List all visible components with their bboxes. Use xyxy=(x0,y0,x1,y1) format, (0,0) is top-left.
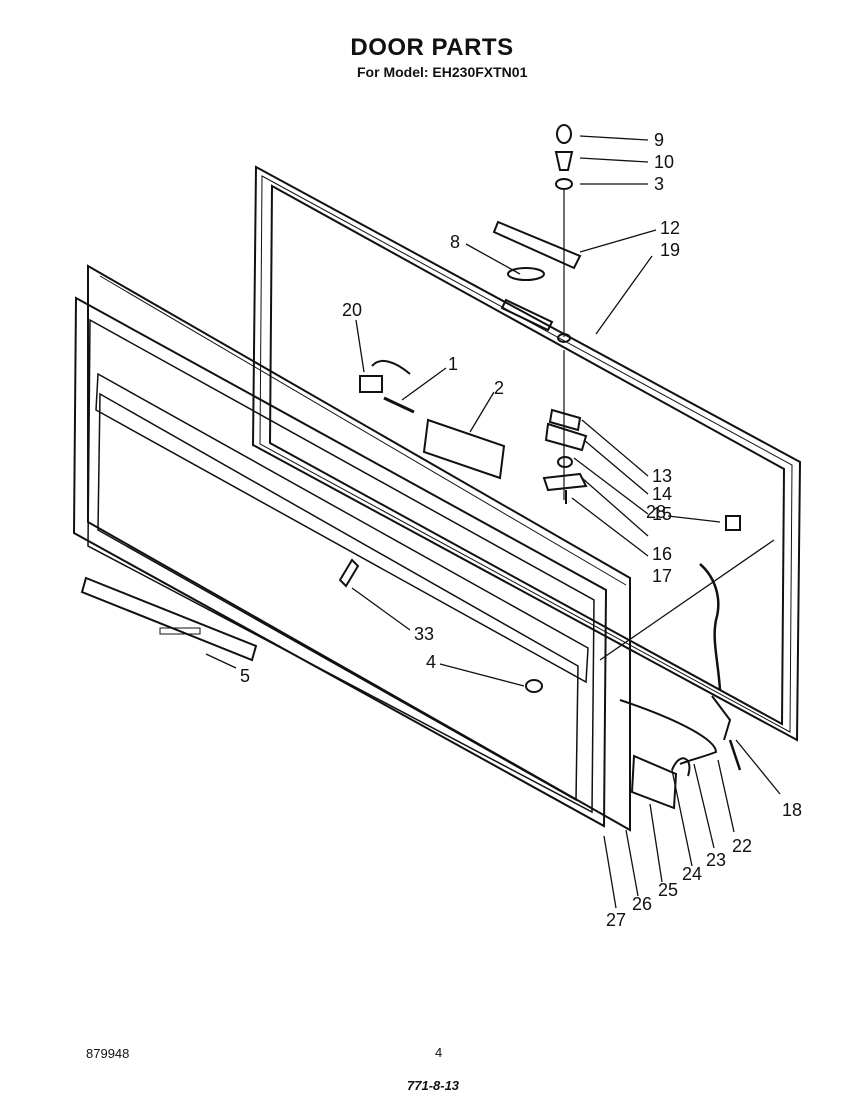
callout-16: 16 xyxy=(652,544,672,564)
callout-5: 5 xyxy=(240,666,250,686)
callout-26: 26 xyxy=(632,894,652,914)
model-subtitle: For Model: EH230FXTN01 xyxy=(357,64,528,80)
document-number: 879948 xyxy=(86,1046,130,1061)
callout-25: 25 xyxy=(658,880,678,900)
callout-19: 19 xyxy=(660,240,680,260)
callout-27: 27 xyxy=(606,910,626,930)
callout-18: 18 xyxy=(782,800,802,820)
callout-13: 13 xyxy=(652,466,672,486)
callout-3: 3 xyxy=(654,174,664,194)
callout-17: 17 xyxy=(652,566,672,586)
callout-8: 8 xyxy=(450,232,460,252)
callout-28: 28 xyxy=(646,502,666,522)
handwritten-code: 771-8-13 xyxy=(407,1078,460,1093)
page-number: 4 xyxy=(435,1045,443,1060)
callout-12: 12 xyxy=(660,218,680,238)
door-outer-frame xyxy=(72,264,631,832)
trim-strip xyxy=(80,576,258,662)
callout-9: 9 xyxy=(654,130,664,150)
callout-1: 1 xyxy=(448,354,458,374)
door-liner-panel xyxy=(251,165,802,742)
callout-10: 10 xyxy=(654,152,674,172)
callout-15: 15 xyxy=(652,504,672,524)
callout-20: 20 xyxy=(342,300,362,320)
callout-14: 14 xyxy=(652,484,672,504)
page-title: DOOR PARTS xyxy=(350,34,514,61)
callout-22: 22 xyxy=(732,836,752,856)
heater-wire-parts xyxy=(619,699,718,810)
wire-harness xyxy=(699,515,742,771)
callout-33: 33 xyxy=(414,624,434,644)
callout-2: 2 xyxy=(494,378,504,398)
screw-plug xyxy=(338,558,543,693)
callout-23: 23 xyxy=(706,850,726,870)
callout-24: 24 xyxy=(682,864,702,884)
callout-4: 4 xyxy=(426,652,436,672)
handle-bracket xyxy=(492,220,582,332)
lower-hinge xyxy=(542,408,588,504)
switch-assembly xyxy=(359,359,506,480)
